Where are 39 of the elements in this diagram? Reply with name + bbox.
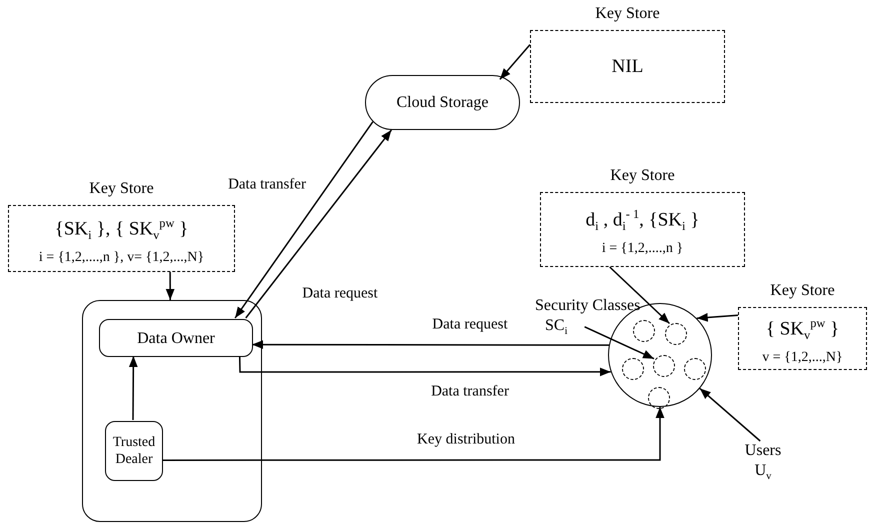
heading: Key Store <box>609 166 676 186</box>
arrow <box>128 356 138 420</box>
arrow <box>252 340 609 350</box>
annotation-text: Security Classes <box>535 296 642 316</box>
dashed-circle <box>653 355 675 377</box>
annotation-text: Users <box>744 441 782 461</box>
annotation-text: SC$_{i}$ <box>544 316 568 340</box>
formula-text: d$_{i}$ , d$_{i}$$^{- 1}$, {SK$_{i}$ } <box>586 206 700 236</box>
annotation-text: U$_{v}$ <box>754 461 772 484</box>
dashed-circle <box>622 358 644 380</box>
formula-text: i = {1,2,....,n } <box>602 240 684 258</box>
arrow <box>499 44 531 80</box>
arrow <box>234 121 374 318</box>
arrow <box>238 356 611 376</box>
heading: Key Store <box>769 281 836 301</box>
dashed-circle <box>633 320 655 342</box>
container-box <box>82 300 262 522</box>
process-box: Data Owner <box>99 319 253 357</box>
dashed-circle <box>665 323 687 345</box>
arrow <box>696 313 738 322</box>
formula-text: { SK$_{v}$$^{pw}$ } <box>766 315 840 345</box>
edge-label: Key distribution <box>415 432 517 448</box>
arrow <box>166 272 175 300</box>
arrow <box>584 326 654 360</box>
formula-text: i = {1,2,....,n }, v= {1,2,...,N} <box>38 248 204 267</box>
arrow <box>699 388 761 442</box>
formula-text: {SK$_{i}$ }, { SK$_{v}$$^{pw}$ } <box>54 215 188 245</box>
arrow <box>162 407 664 461</box>
heading: Key Store <box>594 4 661 24</box>
terminal-shape: Cloud Storage <box>365 75 520 130</box>
arrow <box>609 266 670 324</box>
process-box: Trusted Dealer <box>105 421 163 481</box>
edge-label: Data request <box>430 316 510 334</box>
dashed-circle <box>648 387 670 409</box>
formula-text: v = {1,2,...,N} <box>762 348 843 367</box>
arrow <box>245 130 392 318</box>
formula-text: NIL <box>612 54 644 78</box>
edge-label: Data request <box>300 286 380 302</box>
dashed-circle <box>684 358 706 380</box>
